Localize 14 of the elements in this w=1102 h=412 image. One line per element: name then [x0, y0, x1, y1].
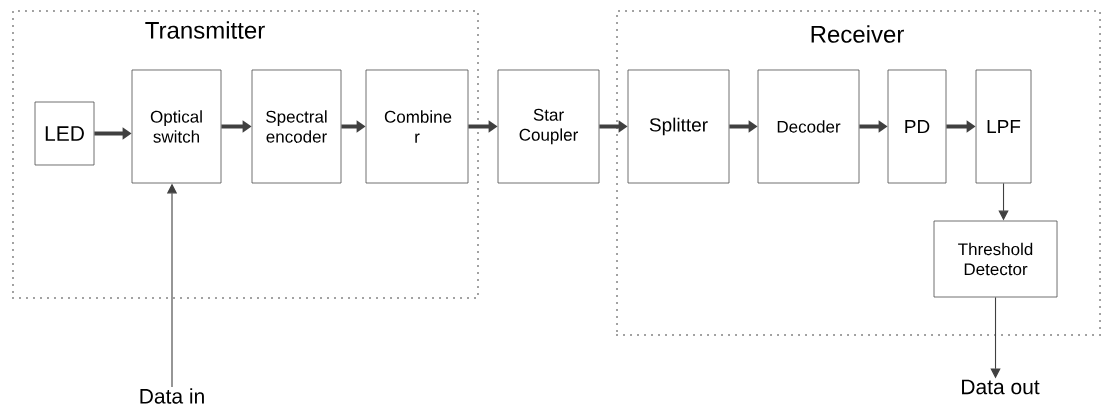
process-box: Splitter	[627, 69, 730, 184]
io-label: Data in	[140, 388, 204, 404]
group-heading: Receiver	[811, 25, 904, 43]
process-box: PD	[887, 69, 947, 184]
group-heading: Transmitter	[145, 21, 265, 39]
process-box: Decoder	[757, 69, 860, 184]
io-label: Data out	[962, 379, 1040, 395]
process-box: Optical switch	[131, 69, 222, 184]
process-box: Threshold Detector	[933, 220, 1058, 298]
process-box: LED	[34, 101, 95, 166]
process-box: LPF	[975, 69, 1032, 184]
process-box: Spectral encoder	[251, 69, 342, 184]
process-box: Star Coupler	[497, 69, 600, 184]
process-box: Combine r	[365, 69, 469, 184]
